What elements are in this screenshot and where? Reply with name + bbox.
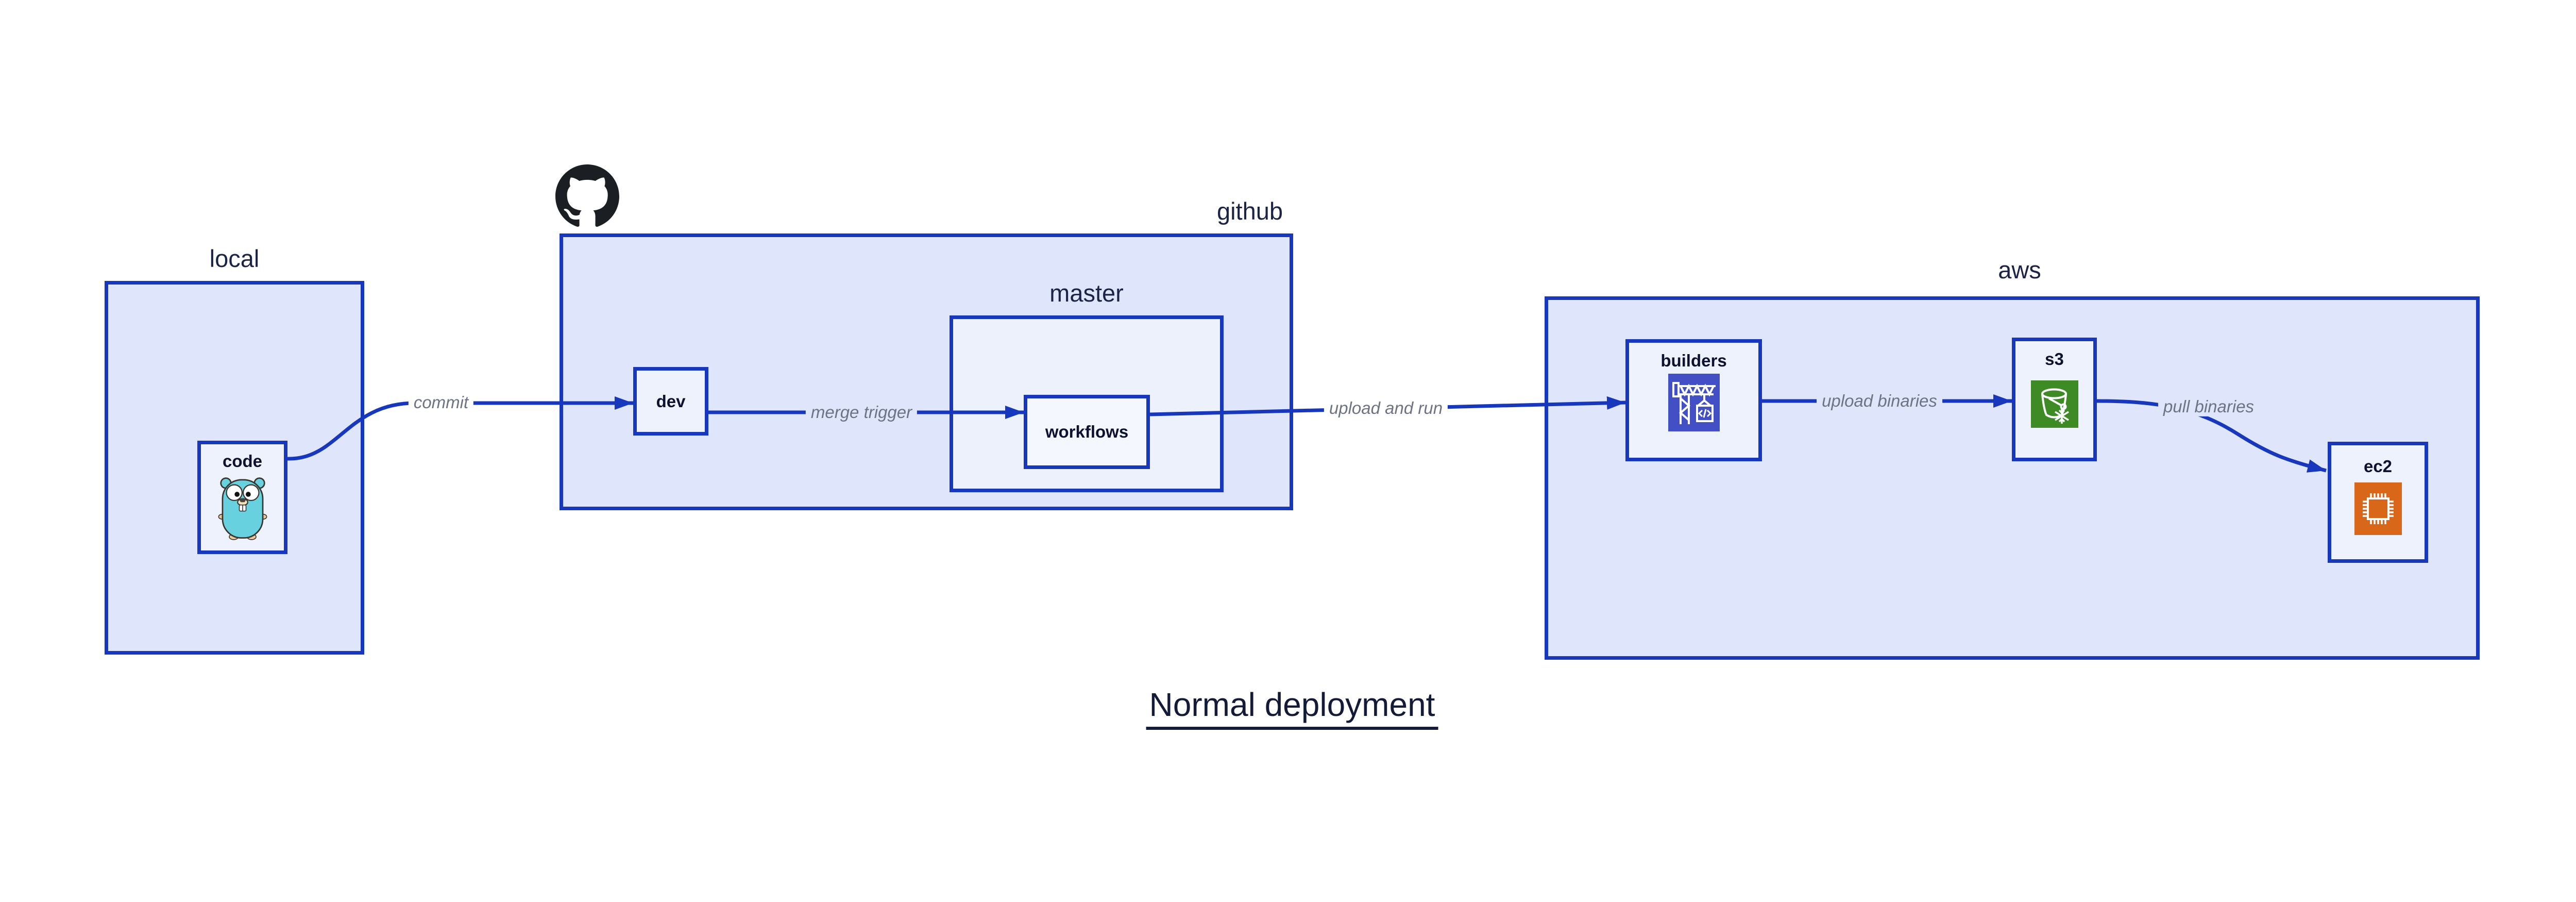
node-s3-label: s3	[2045, 349, 2064, 369]
edge-label-commit: commit	[408, 392, 474, 413]
group-master-label: master	[1049, 279, 1124, 307]
group-github-label: github	[1216, 197, 1283, 225]
node-s3: s3	[2012, 338, 2097, 461]
ec2-chip-icon	[2354, 482, 2402, 535]
node-dev: dev	[633, 367, 708, 436]
node-code-label: code	[222, 452, 263, 471]
node-workflows-label: workflows	[1045, 422, 1129, 442]
edge-label-upload-and-run: upload and run	[1324, 398, 1448, 419]
edge-pull-binaries	[2096, 399, 2327, 473]
go-gopher-icon	[218, 477, 267, 540]
node-ec2: ec2	[2328, 442, 2428, 563]
edge-commit	[287, 396, 633, 461]
node-workflows: workflows	[1024, 395, 1150, 469]
node-dev-label: dev	[656, 391, 686, 411]
edge-label-merge-trigger: merge trigger	[805, 402, 918, 423]
group-local-label: local	[209, 245, 260, 272]
group-aws-label: aws	[1998, 256, 2041, 283]
node-builders-label: builders	[1660, 351, 1727, 370]
github-octocat-icon	[555, 164, 619, 227]
diagram-title: Normal deployment	[1146, 686, 1438, 730]
codebuild-crane-icon	[1668, 373, 1720, 431]
edge-label-pull-binaries: pull binaries	[2158, 396, 2260, 417]
node-builders: builders	[1625, 339, 1762, 461]
s3-bucket-snowflake-icon	[2030, 380, 2078, 428]
node-code: code	[197, 441, 287, 554]
edge-label-upload-binaries: upload binaries	[1817, 391, 1942, 411]
node-ec2-label: ec2	[2363, 457, 2393, 476]
